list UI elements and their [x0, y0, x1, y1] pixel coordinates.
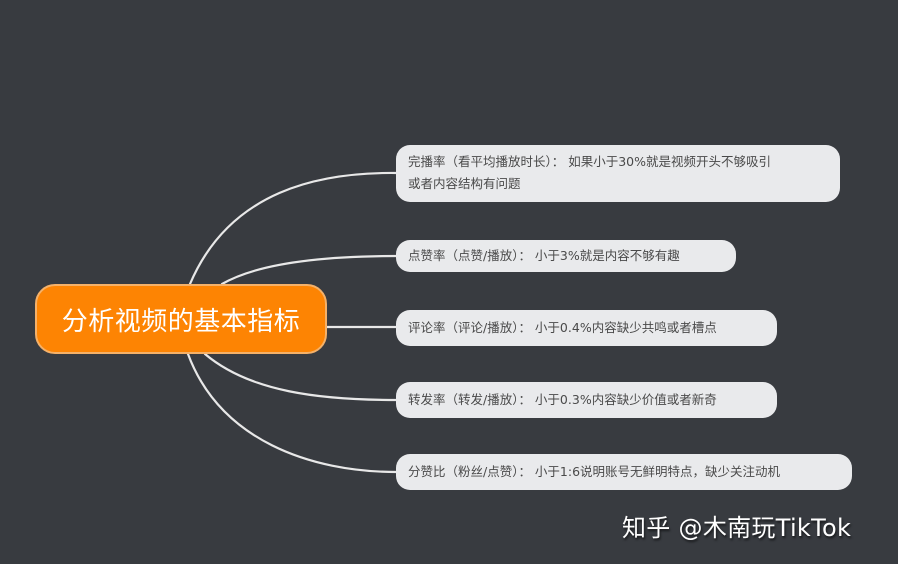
- topic-completion-rate[interactable]: 完播率（看平均播放时长）： 如果小于30%就是视频开头不够吸引 或者内容结构有问…: [396, 145, 840, 202]
- topic-fan-like-ratio-label: 分赞比（粉丝/点赞）： 小于1:6说明账号无鲜明特点，缺少关注动机: [408, 464, 781, 479]
- topic-fan-like-ratio[interactable]: 分赞比（粉丝/点赞）： 小于1:6说明账号无鲜明特点，缺少关注动机: [396, 454, 852, 490]
- topic-share-rate[interactable]: 转发率（转发/播放）： 小于0.3%内容缺少价值或者新奇: [396, 382, 777, 418]
- central-topic[interactable]: 分析视频的基本指标: [35, 284, 327, 354]
- connector-topic-5: [186, 352, 399, 474]
- topic-comment-rate[interactable]: 评论率（评论/播放）： 小于0.4%内容缺少共鸣或者槽点: [396, 310, 777, 346]
- topic-share-rate-label: 转发率（转发/播放）： 小于0.3%内容缺少价值或者新奇: [408, 392, 717, 407]
- connector-topic-2: [220, 254, 399, 286]
- topic-like-rate-label: 点赞率（点赞/播放）： 小于3%就是内容不够有趣: [408, 248, 680, 263]
- central-topic-label: 分析视频的基本指标: [61, 306, 301, 337]
- connector-topic-4: [203, 352, 399, 402]
- watermark: 知乎 @木南玩TikTok: [622, 514, 852, 542]
- topic-completion-rate-line-2: 或者内容结构有问题: [408, 176, 521, 191]
- topic-like-rate[interactable]: 点赞率（点赞/播放）： 小于3%就是内容不够有趣: [396, 240, 736, 272]
- connector-topic-1: [188, 171, 399, 286]
- topic-comment-rate-label: 评论率（评论/播放）： 小于0.4%内容缺少共鸣或者槽点: [408, 320, 717, 335]
- topic-completion-rate-line-1: 完播率（看平均播放时长）： 如果小于30%就是视频开头不够吸引: [408, 154, 772, 169]
